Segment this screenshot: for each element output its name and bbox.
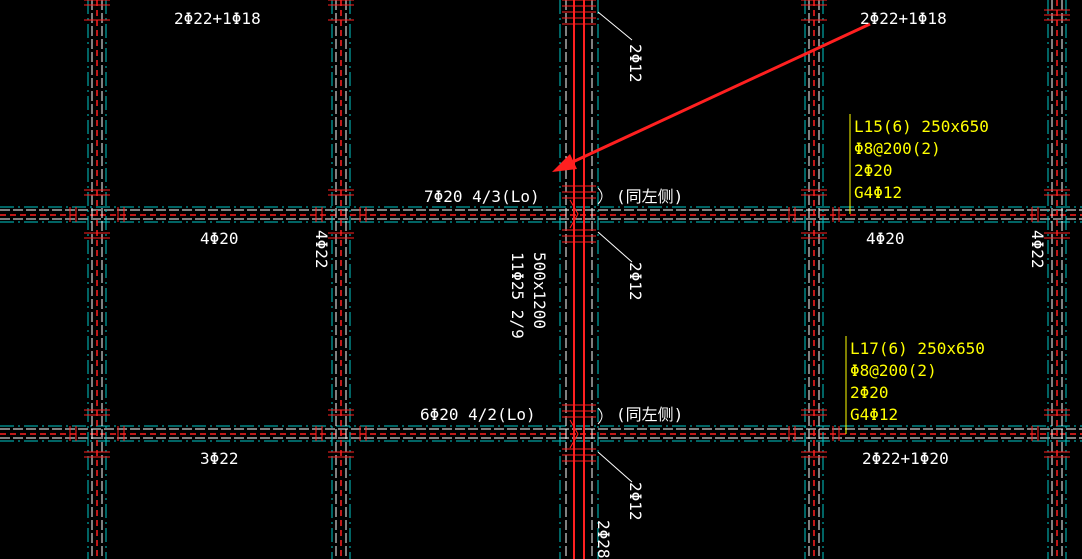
l15-tag-line-2: Φ8@200(2) bbox=[854, 139, 941, 158]
label-stirrup-top: 2Φ12 bbox=[626, 44, 645, 83]
l17-tag-line-3: 2Φ20 bbox=[850, 383, 889, 402]
label-mid-bottom-7: 7Φ20 4/3(Lo) bbox=[424, 187, 540, 206]
label-bottom-right-rebar: 2Φ22+1Φ20 bbox=[862, 449, 949, 468]
l17-tag-line-1: L17(6) 250x650 bbox=[850, 339, 985, 358]
joint-stirrups bbox=[69, 0, 1070, 462]
vertical-beam-a bbox=[87, 0, 107, 559]
beam-tag-l17[interactable]: L17(6) 250x650 Φ8@200(2) 2Φ20 G4Φ12 bbox=[850, 339, 985, 424]
vertical-beam-c bbox=[804, 0, 824, 559]
label-top-left-rebar: 2Φ22+1Φ18 bbox=[174, 9, 261, 28]
annotation-arrow bbox=[552, 22, 871, 172]
vertical-beam-d bbox=[1047, 0, 1067, 559]
label-mid-bottom-6: 6Φ20 4/2(Lo) bbox=[420, 405, 536, 424]
label-bottom-left-rebar: 3Φ22 bbox=[200, 449, 239, 468]
label-col-left-rebar: 4Φ22 bbox=[312, 230, 331, 269]
vertical-main-beam bbox=[559, 0, 599, 559]
vertical-beam-b bbox=[331, 0, 351, 559]
label-stirrup-mid: 2Φ12 bbox=[626, 262, 645, 301]
beam-tag-l15[interactable]: L15(6) 250x650 Φ8@200(2) 2Φ20 G4Φ12 bbox=[854, 117, 989, 202]
label-main-beam-rebar: 11Φ25 2/9 bbox=[508, 252, 527, 339]
callout-leaders bbox=[597, 11, 633, 483]
label-same-left-1: (同左侧) bbox=[616, 187, 683, 206]
label-top-right-rebar: 2Φ22+1Φ18 bbox=[860, 9, 947, 28]
label-left-span-rebar: 4Φ20 bbox=[200, 229, 239, 248]
horizontal-beam-lower bbox=[0, 425, 1082, 442]
l15-tag-line-3: 2Φ20 bbox=[854, 161, 893, 180]
label-main-beam-size: 500x1200 bbox=[530, 252, 549, 329]
label-side-bars: 2Φ28 bbox=[594, 520, 613, 559]
l17-tag-line-2: Φ8@200(2) bbox=[850, 361, 937, 380]
l15-tag-line-4: G4Φ12 bbox=[854, 183, 902, 202]
label-col-right-rebar: 4Φ22 bbox=[1028, 230, 1047, 269]
label-stirrup-bottom: 2Φ12 bbox=[626, 482, 645, 521]
horizontal-beam-upper bbox=[0, 206, 1082, 223]
l17-tag-line-4: G4Φ12 bbox=[850, 405, 898, 424]
label-right-span-rebar: 4Φ20 bbox=[866, 229, 905, 248]
label-same-left-2: (同左侧) bbox=[616, 405, 683, 424]
l15-tag-line-1: L15(6) 250x650 bbox=[854, 117, 989, 136]
